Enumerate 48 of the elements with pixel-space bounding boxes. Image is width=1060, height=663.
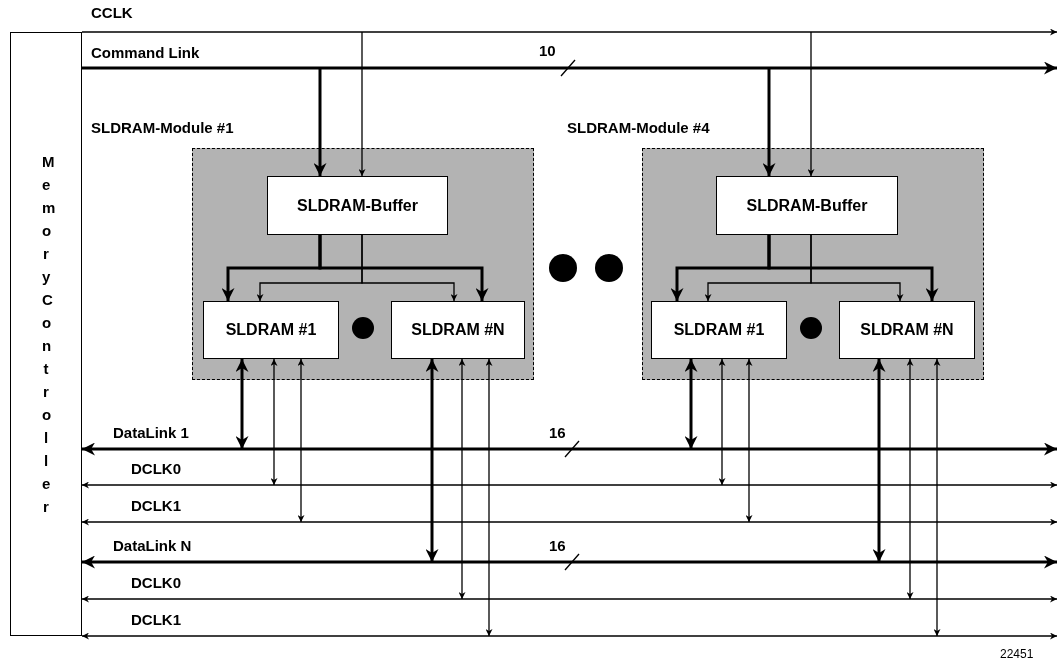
bus-line xyxy=(82,442,1057,456)
arrow xyxy=(684,359,698,449)
chip-box xyxy=(267,176,448,235)
bus-width-label: 16 xyxy=(548,537,567,555)
box-label: SLDRAM-Buffer xyxy=(746,196,868,215)
bus-line xyxy=(81,481,1058,489)
arrow xyxy=(485,358,493,637)
bus-width-label: 16 xyxy=(548,424,567,442)
module-title: SLDRAM-Module #4 xyxy=(567,119,710,136)
arrow xyxy=(458,358,466,600)
controller-box xyxy=(10,32,82,636)
arrow xyxy=(270,358,278,486)
bus-line xyxy=(81,595,1058,603)
arrow xyxy=(361,234,458,302)
chip-box xyxy=(651,301,787,359)
arrow xyxy=(313,68,327,176)
chip-box xyxy=(391,301,525,359)
arrow xyxy=(425,359,439,562)
box-label: SLDRAM #1 xyxy=(673,321,765,339)
arrow xyxy=(318,235,489,301)
bus-width-label: 10 xyxy=(538,42,557,60)
module-title: SLDRAM-Module #1 xyxy=(91,119,234,136)
bus-line xyxy=(81,632,1058,640)
bus-line xyxy=(81,518,1058,526)
arrow xyxy=(906,358,914,600)
box-label: SLDRAM #1 xyxy=(225,321,317,339)
bus-line xyxy=(82,555,1057,569)
box-label: SLDRAM-Buffer xyxy=(297,196,418,215)
arrow xyxy=(762,68,776,176)
chip-box xyxy=(203,301,339,359)
arrow xyxy=(297,358,305,523)
arrow xyxy=(810,234,904,302)
figure-number: 22451 xyxy=(1000,647,1034,661)
chip-box xyxy=(839,301,975,359)
box-label: SLDRAM #N xyxy=(411,321,505,339)
arrow xyxy=(745,358,753,523)
box-label: SLDRAM #N xyxy=(860,321,954,339)
vertical-label: Memory Controller xyxy=(41,152,57,517)
arrow xyxy=(807,31,815,177)
chip-box xyxy=(716,176,898,235)
bus-line xyxy=(81,28,1058,36)
bus-line xyxy=(82,61,1057,75)
arrow xyxy=(767,235,939,301)
arrow xyxy=(235,359,249,449)
arrow xyxy=(872,359,886,562)
arrow xyxy=(358,31,366,177)
arrow xyxy=(933,358,941,637)
arrow xyxy=(718,358,726,486)
